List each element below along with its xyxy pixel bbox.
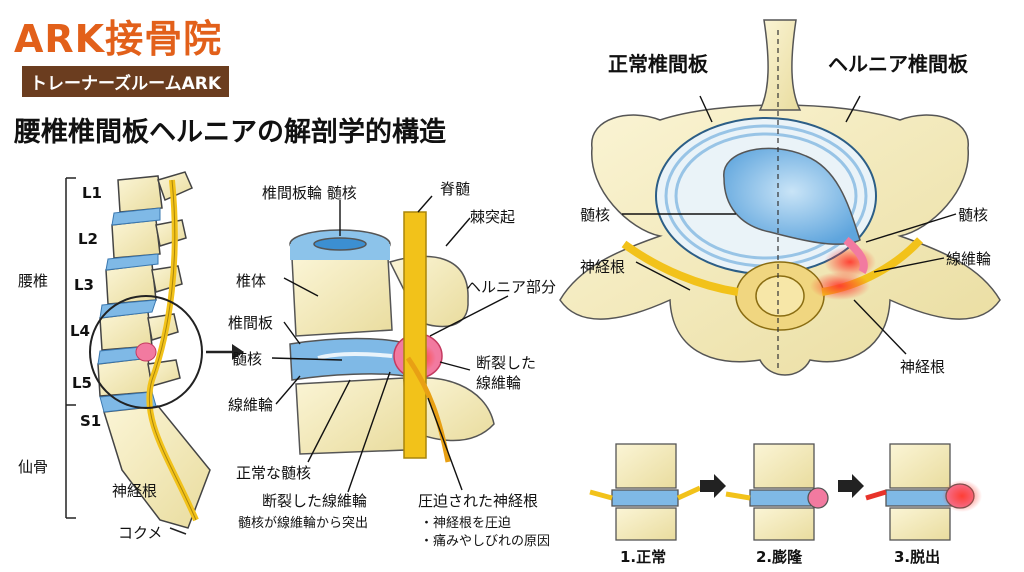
level-l3: L3 (74, 276, 94, 294)
vertebra-detail (289, 211, 495, 463)
axial-view (559, 19, 1001, 376)
ruptured-annulus-label: 断裂した線維輪 (262, 492, 368, 510)
disc-label: 椎間板 (228, 314, 274, 332)
stage-bulge-image (725, 443, 829, 541)
pain-note: ・痛みやしびれの原因 (420, 534, 551, 549)
spine-side-view (65, 171, 244, 535)
ruptured-annulus-line1: 断裂した (476, 354, 537, 372)
normal-disc-heading: 正常椎間板 (608, 52, 708, 76)
spinal-cord-label: 脊髄 (440, 180, 471, 198)
compress-note: ・神経根を圧迫 (420, 516, 512, 531)
level-l5: L5 (72, 374, 92, 392)
nucleus-protrudes-note: 髄核が線維輪から突出 (238, 516, 369, 531)
stage-bulge-label: 2.膨隆 (756, 548, 803, 566)
nucleus-label: 髄核 (232, 350, 263, 368)
compressed-nerve-label: 圧迫された神経根 (418, 492, 539, 510)
brand-name: ARK接骨院 (14, 17, 223, 61)
hernia-part-label: ヘルニア部分 (466, 278, 557, 296)
level-l4: L4 (70, 322, 90, 340)
coccyx-label: コクメ (118, 524, 163, 542)
page-title: 腰椎椎間板ヘルニアの解剖学的構造 (14, 117, 446, 148)
annulus-label: 線維輪 (228, 396, 274, 414)
annulus-nucleus-label: 椎間板輪 髄核 (262, 184, 357, 202)
axial-nerve-root-left: 神経根 (580, 258, 626, 276)
leader-lines (271, 95, 957, 493)
region-lumbar-label: 腰椎 (18, 272, 49, 290)
stage-normal-image (589, 443, 702, 541)
level-l2: L2 (78, 230, 98, 248)
vertebral-body-label: 椎体 (236, 272, 267, 290)
level-s1: S1 (80, 412, 102, 430)
spine-nerve-root-label: 神経根 (112, 482, 158, 500)
spinous-process-label: 棘突起 (470, 208, 516, 226)
stage-extrusion-image (865, 443, 982, 541)
brand-subtitle: トレーナーズルームARK (22, 66, 230, 97)
axial-annulus-right: 線維輪 (946, 250, 992, 268)
axial-nucleus-left: 髄核 (580, 206, 611, 224)
stage-illustrations (589, 443, 982, 541)
stage-extrusion-label: 3.脱出 (894, 548, 941, 566)
axial-nerve-root-right: 神経根 (900, 358, 946, 376)
hernia-disc-heading: ヘルニア椎間板 (828, 52, 968, 76)
axial-nucleus-right: 髄核 (958, 206, 989, 224)
normal-nucleus-label: 正常な髄核 (236, 464, 312, 482)
stage-normal-label: 1.正常 (620, 548, 667, 566)
level-l1: L1 (82, 184, 102, 202)
ruptured-annulus-line2: 線維輪 (476, 374, 522, 392)
region-sacrum-label: 仙骨 (18, 458, 49, 476)
